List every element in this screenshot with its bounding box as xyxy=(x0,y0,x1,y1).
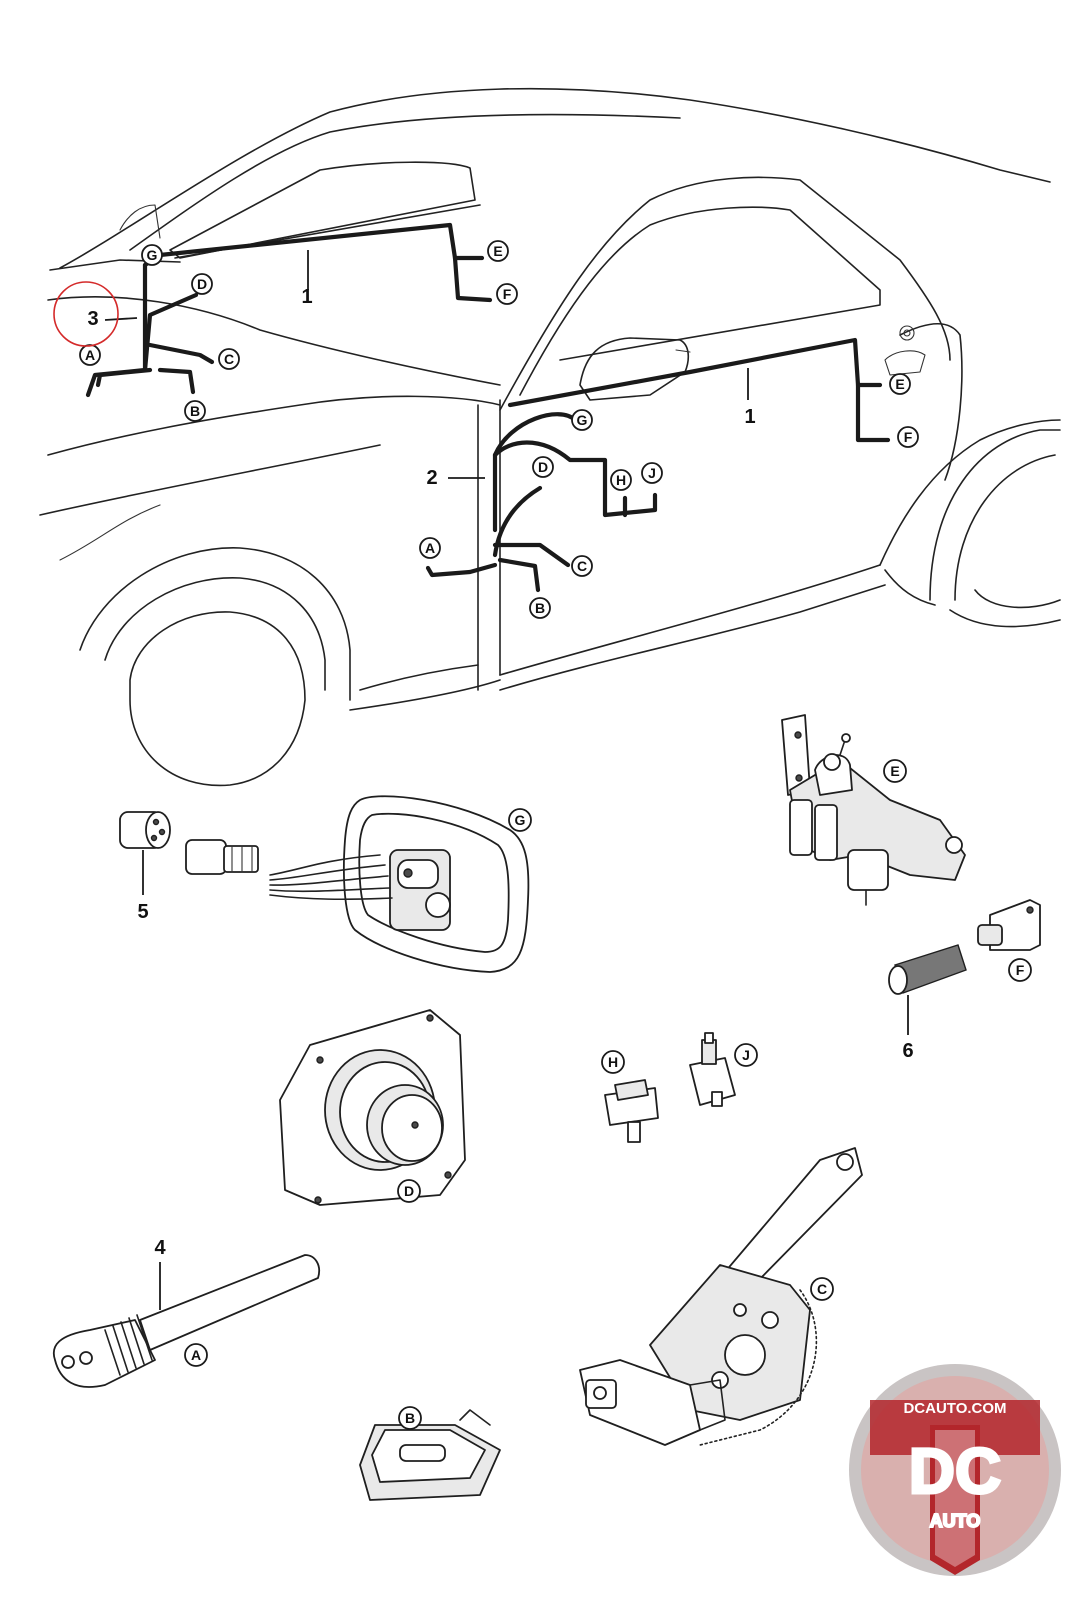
svg-text:A: A xyxy=(85,347,95,363)
car-part-numbers: 1 1 2 3 xyxy=(53,281,756,489)
svg-text:F: F xyxy=(503,286,512,302)
callout-j-part: J xyxy=(742,1047,750,1063)
svg-text:E: E xyxy=(493,243,502,259)
svg-text:B: B xyxy=(535,600,545,616)
callout-d-door: D xyxy=(532,456,554,478)
svg-text:A: A xyxy=(425,540,435,556)
callout-e-rear: E xyxy=(487,240,509,262)
highlight-circle-part-3 xyxy=(53,281,119,347)
svg-text:G: G xyxy=(577,412,588,428)
callout-c-rear: C xyxy=(218,348,240,370)
motor-part-e: E xyxy=(781,714,966,906)
dcauto-logo: DCAUTO.COM DC AUTO xyxy=(849,1364,1061,1576)
callout-h-part: H xyxy=(608,1054,618,1070)
callout-f-door: F xyxy=(897,426,919,448)
part-number-6: 6 xyxy=(902,1040,913,1062)
part-number-5: 5 xyxy=(137,901,148,923)
svg-text:C: C xyxy=(577,558,587,574)
callout-g-part: G xyxy=(515,812,526,828)
callout-d-rear: D xyxy=(191,273,213,295)
svg-text:G: G xyxy=(147,247,158,263)
svg-text:D: D xyxy=(538,459,548,475)
logo-bottom-text: AUTO xyxy=(930,1511,981,1531)
speaker-part-d: D xyxy=(279,1009,466,1206)
connector-part-5: 5 xyxy=(119,811,259,923)
callout-e-door: E xyxy=(889,373,911,395)
cable-part-4: 4 A xyxy=(52,1237,320,1388)
callout-g-door: G xyxy=(571,409,593,431)
svg-text:J: J xyxy=(648,465,656,481)
switch-part-h: H xyxy=(601,1050,659,1143)
svg-text:C: C xyxy=(224,351,234,367)
callout-e-part: E xyxy=(890,763,899,779)
light-unit-g: G xyxy=(269,795,532,973)
knob-part-6: 6 xyxy=(888,944,967,1062)
callout-g-rear: G xyxy=(141,244,163,266)
car-callouts: G D C A B E F G D H J E F A C B xyxy=(79,240,919,619)
door-harness xyxy=(425,337,891,593)
callout-f-rear: F xyxy=(496,283,518,305)
callout-c-part: C xyxy=(817,1281,827,1297)
svg-text:B: B xyxy=(190,403,200,419)
callout-b-rear: B xyxy=(184,400,206,422)
svg-text:D: D xyxy=(197,276,207,292)
callout-a-rear: A xyxy=(79,344,101,366)
part-number-2: 2 xyxy=(426,467,437,489)
callout-c-door: C xyxy=(571,555,593,577)
logo-top-text: DCAUTO.COM xyxy=(903,1400,1006,1417)
part-number-1-door: 1 xyxy=(744,406,755,428)
callout-b-door: B xyxy=(529,597,551,619)
part-number-3: 3 xyxy=(87,308,98,330)
switch-part-j: J xyxy=(689,1032,758,1107)
car-leaders xyxy=(104,250,749,479)
part-number-4: 4 xyxy=(154,1237,166,1259)
svg-text:H: H xyxy=(616,472,626,488)
callout-h-door: H xyxy=(610,469,632,491)
part-number-1-rear: 1 xyxy=(301,286,312,308)
callout-a-part: A xyxy=(191,1347,201,1363)
svg-text:F: F xyxy=(904,429,913,445)
callout-b-part: B xyxy=(405,1410,415,1426)
callout-d-part: D xyxy=(404,1183,414,1199)
callout-j-door: J xyxy=(641,462,663,484)
switch-part-f: F xyxy=(977,899,1041,982)
logo-monogram: DC xyxy=(909,1435,1001,1507)
svg-text:E: E xyxy=(895,376,904,392)
callout-f-part: F xyxy=(1016,962,1025,978)
callout-a-door: A xyxy=(419,537,441,559)
regulator-part-c: C xyxy=(579,1147,863,1446)
lamp-part-b: B xyxy=(359,1406,501,1501)
